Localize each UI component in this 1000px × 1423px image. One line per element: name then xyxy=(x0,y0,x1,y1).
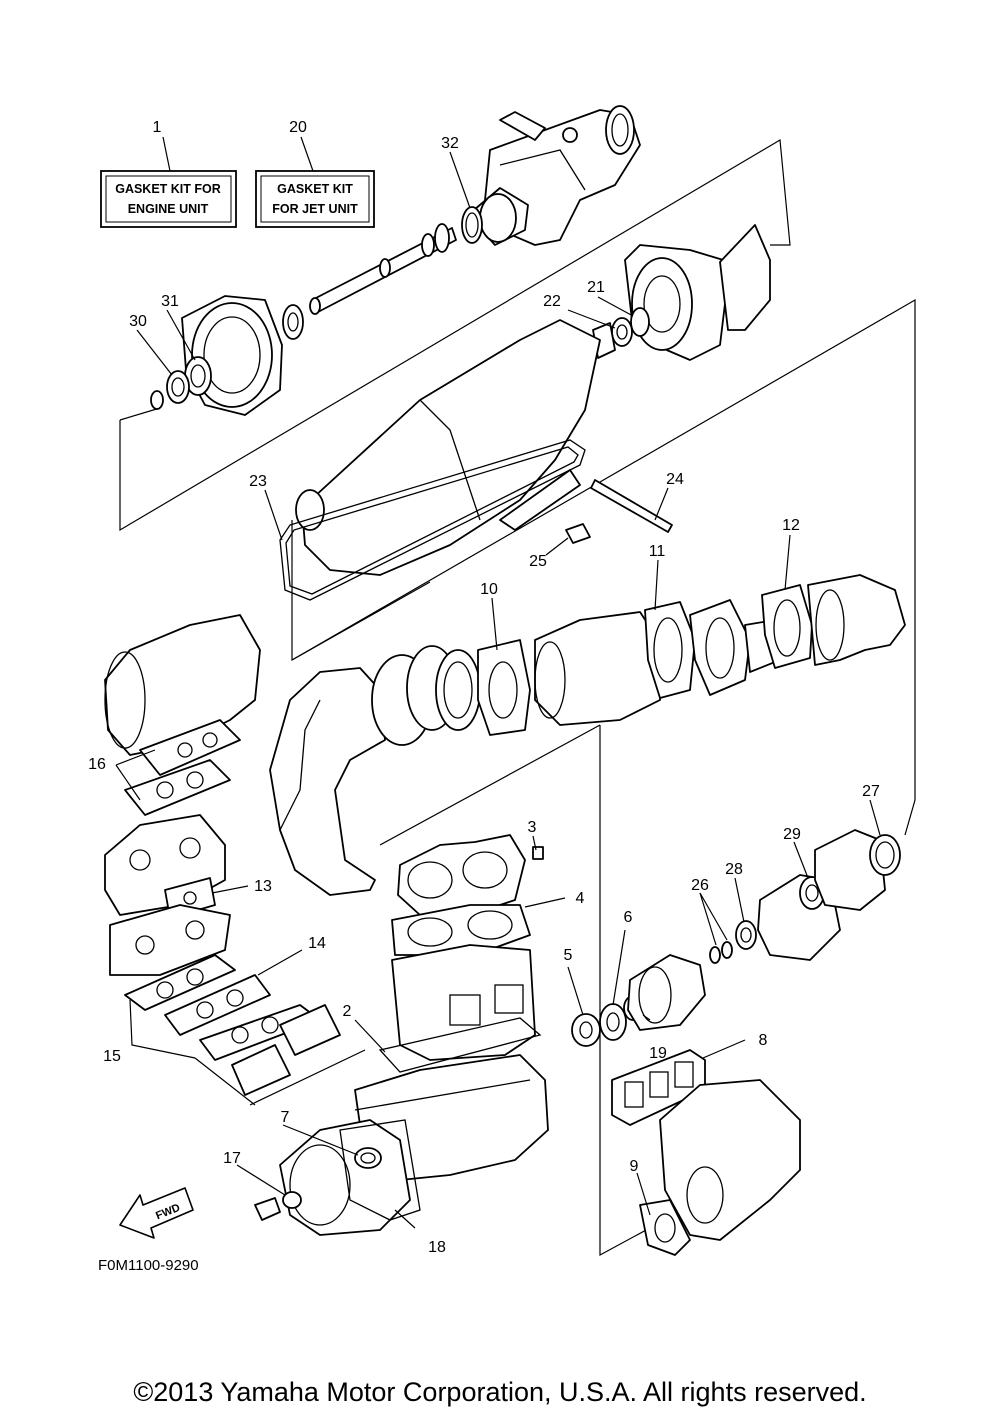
kit-box-jet: GASKET KIT FOR JET UNIT 20 xyxy=(255,119,375,228)
callout-10: 10 xyxy=(480,581,498,598)
callout-7: 7 xyxy=(281,1109,290,1126)
exhaust-joint-rings xyxy=(371,645,481,746)
callout-8: 8 xyxy=(759,1032,768,1049)
callout-30: 30 xyxy=(129,313,147,330)
intake-manifold xyxy=(109,904,231,976)
figure-code: F0M1100-9290 xyxy=(98,1257,199,1274)
reed-valves xyxy=(231,1004,341,1096)
oil-seal-5 xyxy=(571,1013,601,1047)
kit-jet-line2: FOR JET UNIT xyxy=(272,202,358,216)
callout-6: 6 xyxy=(624,909,633,926)
callout-12: 12 xyxy=(782,517,800,534)
oil-seal-6 xyxy=(599,1003,627,1041)
oil-seal-21 xyxy=(630,307,650,337)
gasket-10 xyxy=(477,639,531,736)
kit-engine-number: 1 xyxy=(153,119,162,136)
callout-26: 26 xyxy=(691,877,709,894)
carburetor-gasket-16 xyxy=(124,719,241,816)
callout-24: 24 xyxy=(666,471,684,488)
o-ring-32 xyxy=(461,206,483,244)
exhaust-chamber xyxy=(534,611,666,726)
magneto-cover xyxy=(279,1119,411,1236)
callout-17: 17 xyxy=(223,1150,241,1167)
leader-lines xyxy=(115,151,881,1229)
bolt-3 xyxy=(532,846,544,860)
oil-seal-28 xyxy=(735,920,757,950)
callout-29: 29 xyxy=(783,826,801,843)
gasket-18 xyxy=(339,1119,421,1221)
callout-19: 19 xyxy=(649,1045,667,1062)
callout-3: 3 xyxy=(528,819,537,836)
copyright-notice: ©2013 Yamaha Motor Corporation, U.S.A. A… xyxy=(133,1377,867,1407)
kit-box-engine: GASKET KIT FOR ENGINE UNIT 1 xyxy=(100,119,237,228)
bearing-flange xyxy=(814,829,886,911)
packing-24 xyxy=(590,479,673,533)
callout-25: 25 xyxy=(529,553,547,570)
callout-14: 14 xyxy=(308,935,326,952)
gasket-11 xyxy=(644,601,696,699)
o-ring-27 xyxy=(869,834,901,876)
cylinder-block xyxy=(391,944,536,1061)
callout-32: 32 xyxy=(441,135,459,152)
oil-seal-30 xyxy=(150,370,190,410)
bearing-shaft xyxy=(282,304,304,340)
gasket-14 xyxy=(164,974,271,1036)
exhaust-manifold-lower xyxy=(659,1079,801,1241)
kit-jet-number: 20 xyxy=(289,119,307,136)
callout-9: 9 xyxy=(630,1158,639,1175)
callout-27: 27 xyxy=(862,783,880,800)
callout-16: 16 xyxy=(88,756,106,773)
callout-15: 15 xyxy=(103,1048,121,1065)
grouping-frame-lines xyxy=(119,139,916,1257)
drive-shaft xyxy=(309,223,457,315)
kit-engine-line1: GASKET KIT FOR xyxy=(115,182,221,196)
callout-5: 5 xyxy=(564,947,573,964)
callout-21: 21 xyxy=(587,279,605,296)
callout-22: 22 xyxy=(543,293,561,310)
oil-seal-7 xyxy=(354,1147,382,1169)
callout-2: 2 xyxy=(343,1003,352,1020)
water-box-muffler xyxy=(295,319,601,576)
damper-25 xyxy=(565,523,591,544)
cylinder-head-gasket-4 xyxy=(391,904,531,956)
bearing-22 xyxy=(611,317,633,347)
callout-numbers: 32 31 30 21 22 23 24 25 10 11 12 16 13 1… xyxy=(88,135,880,1256)
cylinder-gasket-2 xyxy=(378,1017,542,1073)
gasket-12 xyxy=(761,584,813,669)
kit-engine-line2: ENGINE UNIT xyxy=(128,202,209,216)
cylinder-head-cover xyxy=(397,834,526,916)
gasket-23 xyxy=(279,439,586,601)
fwd-arrow-icon: FWD xyxy=(119,1187,194,1239)
intermediate-housing xyxy=(627,954,706,1031)
callout-4: 4 xyxy=(576,890,585,907)
jet-bearing-housing-left xyxy=(181,295,283,416)
exhaust-elbow-pipe xyxy=(269,667,386,896)
o-rings-26 xyxy=(709,941,733,964)
callout-13: 13 xyxy=(254,878,272,895)
impeller-duct-cone xyxy=(467,187,529,246)
gasket-9 xyxy=(639,1199,691,1256)
callout-31: 31 xyxy=(161,293,179,310)
callout-28: 28 xyxy=(725,861,743,878)
exhaust-outlet-elbow xyxy=(807,574,906,666)
callout-23: 23 xyxy=(249,473,267,490)
kit-jet-line1: GASKET KIT xyxy=(277,182,353,196)
callout-11: 11 xyxy=(649,543,666,560)
callout-18: 18 xyxy=(428,1239,446,1256)
fitting-17 xyxy=(254,1191,302,1221)
jet-pump-housing-right xyxy=(624,224,771,361)
